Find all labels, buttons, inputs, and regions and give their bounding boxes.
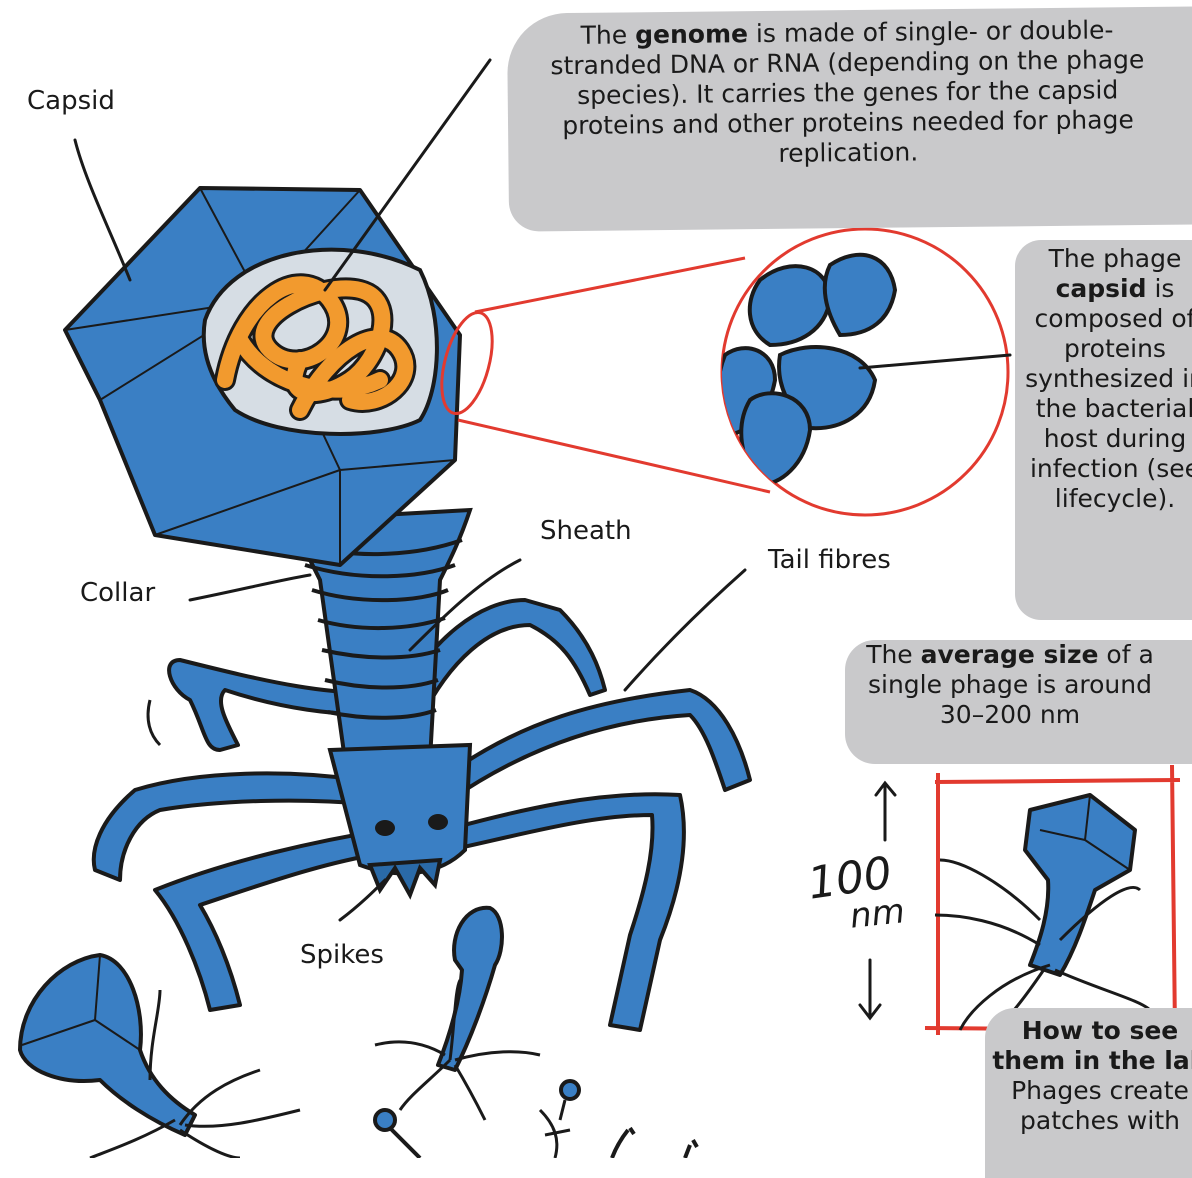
label-sheath: Sheath — [540, 516, 632, 546]
genome-note-bold: genome — [635, 19, 748, 49]
label-tail-fibres: Tail fibres — [768, 545, 891, 575]
size-note-pre: The — [866, 640, 920, 669]
capsid-note: The phage capsid is composed of proteins… — [1015, 240, 1192, 620]
capsid-note-post: is composed of proteins synthesized in t… — [1025, 274, 1192, 513]
genome-note-pre: The — [581, 20, 636, 50]
label-scale-nm: nm — [848, 892, 906, 936]
lab-note-bold: How to see them in the lab — [992, 1016, 1192, 1075]
lab-note-post: Phages create patches with — [1011, 1076, 1189, 1135]
label-capsid: Capsid — [27, 86, 115, 116]
zoom-callout — [432, 229, 1008, 515]
label-collar: Collar — [80, 578, 155, 608]
size-note-bold: average size — [921, 640, 1099, 669]
scale-phage — [935, 795, 1150, 1030]
label-spikes: Spikes — [300, 940, 384, 970]
capsid-note-pre: The phage — [1049, 244, 1182, 273]
lab-note: How to see them in the lab Phages create… — [985, 1008, 1192, 1178]
small-phage-left — [20, 955, 300, 1158]
genome-note: The genome is made of single- or double-… — [507, 6, 1192, 231]
size-note: The average size of a single phage is ar… — [845, 640, 1192, 764]
capsid-note-bold: capsid — [1056, 274, 1147, 303]
small-phage-middle — [375, 908, 540, 1120]
